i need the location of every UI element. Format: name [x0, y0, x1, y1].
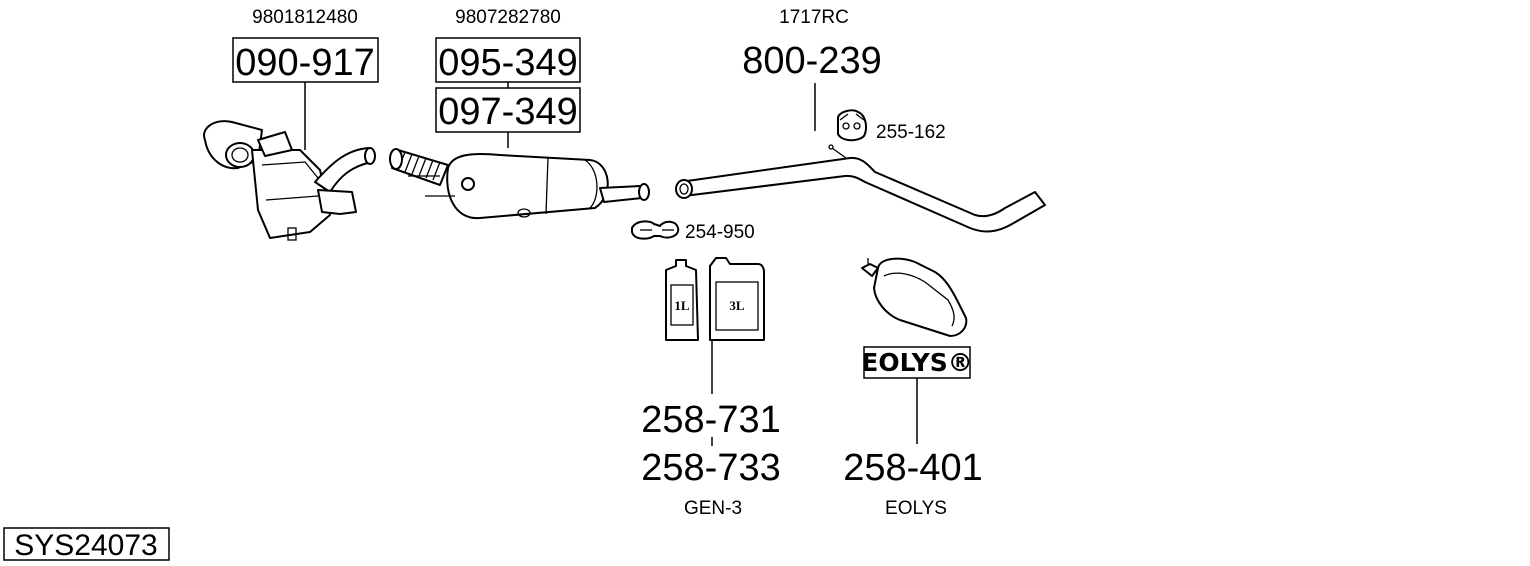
pipe-part-number[interactable]: 800-239 [742, 40, 881, 82]
eolys-caption: EOLYS [885, 498, 947, 519]
pipe-part-drawing[interactable] [675, 144, 1046, 233]
rubber-mount-drawing[interactable] [837, 109, 867, 142]
additive-can-1l[interactable]: 1L [665, 259, 699, 341]
system-id: SYS24073 [14, 529, 157, 562]
dpf-part-drawing[interactable] [389, 148, 650, 220]
catalyst-oe-number: 9801812480 [252, 7, 358, 28]
additive-part-number-1[interactable]: 258-731 [641, 399, 780, 441]
eolys-brand-label: EOLYS® [861, 348, 972, 377]
clamp-part-number[interactable]: 254-950 [685, 222, 755, 243]
dpf-part-number-1[interactable]: 095-349 [438, 42, 577, 84]
system-id-box [3, 527, 170, 561]
additive-caption: GEN-3 [684, 498, 742, 519]
pipe-oe-number: 1717RC [779, 7, 849, 28]
dpf-oe-number: 9807282780 [455, 7, 561, 28]
rubber-mount-part-number[interactable]: 255-162 [876, 122, 946, 143]
additive-part-number-2[interactable]: 258-733 [641, 447, 780, 489]
dpf-part-number-2[interactable]: 097-349 [438, 91, 577, 133]
eolys-part-number[interactable]: 258-401 [843, 447, 982, 489]
clamp-drawing[interactable] [631, 220, 680, 240]
catalyst-part-number[interactable]: 090-917 [235, 42, 374, 84]
catalyst-part-drawing[interactable] [203, 120, 376, 241]
additive-can-small-label: 1L [674, 298, 690, 313]
additive-can-large-label: 3L [729, 298, 745, 313]
additive-can-3l[interactable]: 3L [709, 257, 765, 341]
eolys-tank-drawing[interactable] [861, 257, 968, 337]
